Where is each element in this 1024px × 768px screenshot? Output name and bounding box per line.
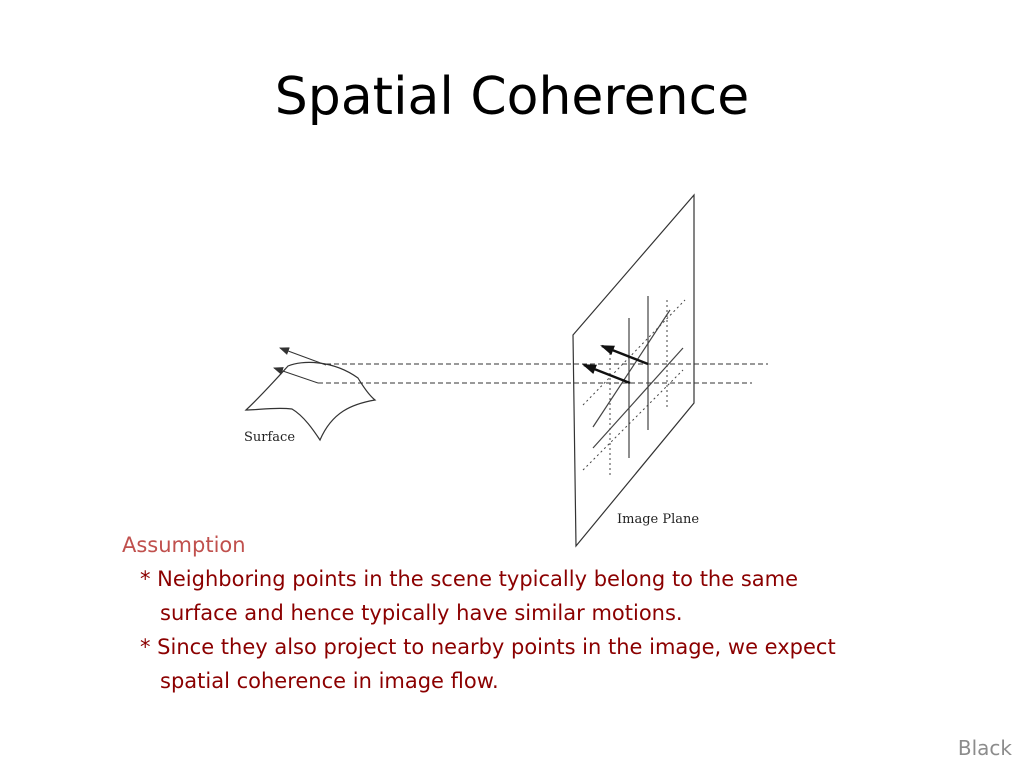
bullet-line: surface and hence typically have similar…: [160, 601, 683, 625]
image-flow-arrow: [582, 363, 631, 385]
assumption-heading: Assumption: [122, 533, 246, 557]
surface-shape: [244, 361, 377, 442]
assumption-bullet: * Since they also project to nearby poin…: [122, 630, 942, 698]
assumption-bullet: * Neighboring points in the scene typica…: [122, 562, 942, 630]
image-plane: [572, 193, 695, 548]
image-plane-label: Image Plane: [617, 512, 699, 527]
bullet-line: spatial coherence in image flow.: [160, 669, 499, 693]
surface-motion-arrow: [273, 367, 319, 384]
assumption-block: Assumption * Neighboring points in the s…: [122, 528, 942, 698]
bullet-line: * Since they also project to nearby poin…: [140, 635, 836, 659]
footer-label: Black: [957, 736, 1012, 760]
bullet-line: * Neighboring points in the scene typica…: [140, 567, 799, 591]
slide-title: Spatial Coherence: [274, 67, 750, 127]
image-flow-arrow: [600, 344, 649, 366]
image-grid: [582, 296, 686, 475]
surface-motion-arrow: [279, 347, 327, 366]
surface-label: Surface: [244, 430, 295, 445]
